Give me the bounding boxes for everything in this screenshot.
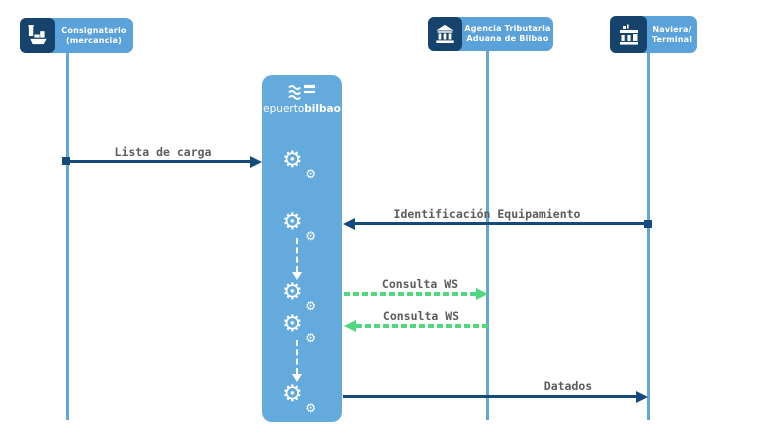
terminal-building-icon bbox=[610, 16, 647, 53]
right-arrowhead-icon bbox=[636, 391, 648, 403]
actor-naviera: Naviera/ Terminal bbox=[610, 16, 697, 53]
internal-flow-connector bbox=[296, 238, 298, 272]
message-label: Lista de carga bbox=[114, 145, 212, 159]
process-step-4: ⚙ ⚙ bbox=[282, 311, 318, 345]
message-label: Datados bbox=[543, 379, 593, 393]
waves-logo-icon bbox=[288, 84, 315, 100]
actor-agencia: Agencia Tributaria Aduana de Bilbao bbox=[428, 17, 553, 51]
message-label: Consulta WS bbox=[382, 309, 460, 323]
actor-label: Naviera/ Terminal bbox=[647, 16, 697, 53]
actor-label: Consignatario (mercancia) bbox=[55, 18, 133, 53]
message-line bbox=[355, 222, 648, 225]
message-line bbox=[66, 160, 252, 163]
actor-consignatario: Consignatario (mercancia) bbox=[20, 18, 133, 53]
lifeline-naviera bbox=[647, 53, 650, 420]
message-origin-marker bbox=[644, 220, 652, 228]
right-arrowhead-icon bbox=[476, 288, 488, 300]
government-building-icon bbox=[428, 17, 462, 51]
cargo-ship-icon bbox=[20, 18, 55, 53]
process-step-1: ⚙ ⚙ bbox=[282, 147, 318, 181]
gear-icon: ⚙ bbox=[282, 311, 303, 337]
actor-label-line2: Aduana de Bilbao bbox=[466, 34, 549, 43]
down-arrowhead-icon bbox=[292, 374, 302, 382]
process-step-3: ⚙ ⚙ bbox=[282, 279, 318, 313]
message-line bbox=[344, 292, 476, 296]
system-epuertobilbao: epuertobilbao bbox=[262, 75, 342, 422]
actor-label-line2: (mercancia) bbox=[66, 35, 122, 45]
actor-label-line1: Consignatario bbox=[61, 25, 127, 35]
left-arrowhead-icon bbox=[344, 320, 356, 332]
lifeline-agencia bbox=[486, 51, 489, 420]
actor-label-line1: Naviera/ bbox=[652, 24, 692, 34]
right-arrowhead-icon bbox=[250, 156, 262, 168]
actor-label-line2: Terminal bbox=[651, 34, 693, 44]
system-name-light: epuerto bbox=[263, 103, 305, 115]
system-name: epuertobilbao bbox=[262, 103, 342, 116]
actor-label-line1: Agencia Tributaria bbox=[464, 24, 551, 33]
gear-small-icon: ⚙ bbox=[305, 299, 316, 313]
message-line bbox=[356, 324, 488, 328]
gear-small-icon: ⚙ bbox=[305, 331, 316, 345]
system-logo: epuertobilbao bbox=[262, 83, 342, 116]
message-line bbox=[343, 395, 636, 398]
process-step-2: ⚙ ⚙ bbox=[282, 209, 318, 243]
gear-icon: ⚙ bbox=[282, 381, 303, 407]
system-name-bold: bilbao bbox=[304, 103, 341, 115]
gear-small-icon: ⚙ bbox=[305, 401, 316, 415]
gear-icon: ⚙ bbox=[282, 147, 303, 173]
message-label: Consulta WS bbox=[381, 277, 459, 291]
message-label: Identificación Equipamiento bbox=[393, 207, 581, 221]
gear-small-icon: ⚙ bbox=[305, 229, 316, 243]
left-arrowhead-icon bbox=[343, 218, 355, 230]
gear-icon: ⚙ bbox=[282, 279, 303, 305]
gear-icon: ⚙ bbox=[282, 209, 303, 235]
lifeline-consignatario bbox=[66, 53, 69, 420]
process-step-5: ⚙ ⚙ bbox=[282, 381, 318, 415]
down-arrowhead-icon bbox=[292, 272, 302, 280]
gear-small-icon: ⚙ bbox=[305, 167, 316, 181]
actor-label: Agencia Tributaria Aduana de Bilbao bbox=[462, 17, 553, 51]
internal-flow-connector bbox=[296, 340, 298, 374]
